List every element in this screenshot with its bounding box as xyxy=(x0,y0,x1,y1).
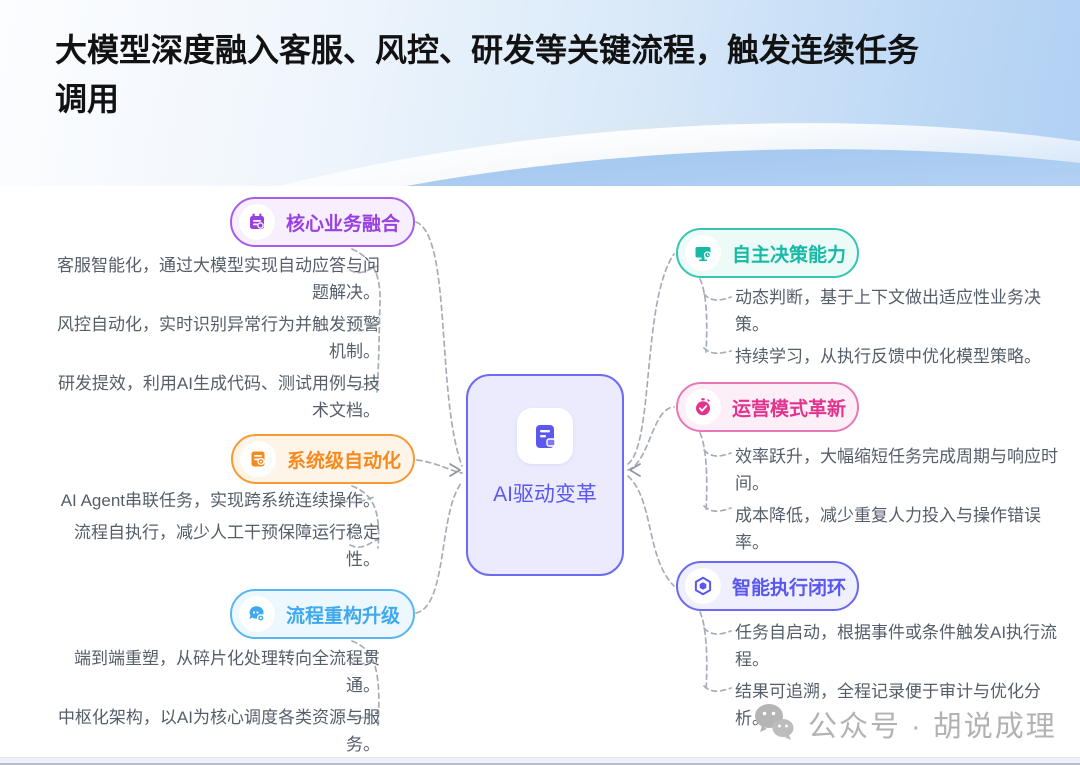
connector-system-automation xyxy=(416,459,463,474)
detail-item: 中枢化架构，以AI为核心调度各类资源与服务。 xyxy=(57,708,380,754)
page-title: 大模型深度融入客服、风控、研发等关键流程，触发连续任务调用 xyxy=(55,32,920,117)
hook xyxy=(703,293,732,301)
branch-label: 流程重构升级 xyxy=(286,605,401,627)
hook xyxy=(703,685,732,692)
hook xyxy=(703,347,732,355)
process-upgrade-details: 端到端重塑，从碎片化处理转向全流程贯通。 中枢化架构，以AI为核心调度各类资源与… xyxy=(42,645,380,763)
branch-label: 智能执行闭环 xyxy=(732,577,847,599)
watermark: 公众号 · 胡说成理 xyxy=(750,700,1057,747)
operation-model-details: 效率跃升，大幅缩短任务完成周期与响应时间。 成本降低，减少重复人力投入与操作错误… xyxy=(735,443,1065,561)
branch-label: 运营模式革新 xyxy=(732,398,847,420)
calendar-check-icon xyxy=(239,204,275,240)
central-node: AI驱动变革 xyxy=(466,374,624,576)
spine-autonomous-decision xyxy=(699,278,708,353)
detail-item: 动态判断，基于上下文做出适应性业务决策。 xyxy=(735,288,1041,334)
wechat-icon xyxy=(750,700,798,747)
stopwatch-check-icon xyxy=(685,389,721,425)
watermark-text: 公众号 · 胡说成理 xyxy=(808,710,1057,743)
arrow-into-node-left xyxy=(449,463,461,477)
spine-operation-model xyxy=(699,432,708,513)
execution-loop-details: 任务自启动，根据事件或条件触发AI执行流程。 结果可追溯，全程记录便于审计与优化… xyxy=(735,619,1065,737)
autonomous-decision-details: 动态判断，基于上下文做出适应性业务决策。 持续学习，从执行反馈中优化模型策略。 xyxy=(735,284,1065,375)
detail-item: 端到端重塑，从碎片化处理转向全流程贯通。 xyxy=(74,649,380,695)
connector-execution-loop xyxy=(627,475,675,587)
hook xyxy=(703,505,732,512)
branch-autonomous-decision-pill: 自主决策能力 xyxy=(676,228,859,278)
detail-item: 成本降低，减少重复人力投入与操作错误率。 xyxy=(735,506,1041,552)
detail-item: 任务自启动，根据事件或条件触发AI执行流程。 xyxy=(735,623,1058,669)
connector-process-upgrade xyxy=(415,481,463,614)
detail-item: 效率跃升，大幅缩短任务完成周期与响应时间。 xyxy=(735,447,1058,493)
monitor-clock-icon xyxy=(685,235,721,271)
spine-execution-loop xyxy=(699,611,708,693)
header-banner: 大模型深度融入客服、风控、研发等关键流程，触发连续任务调用 xyxy=(0,0,1080,186)
branch-operation-model-pill: 运营模式革新 xyxy=(676,382,859,432)
branch-label: 系统级自动化 xyxy=(287,450,402,472)
chat-gear-icon xyxy=(239,596,275,632)
branch-system-automation-pill: 系统级自动化 xyxy=(231,434,415,484)
connector-operation-model xyxy=(627,406,675,471)
detail-item: AI Agent串联任务，实现跨系统连续操作。 xyxy=(60,491,380,510)
detail-item: 流程自执行，减少人工干预保障运行稳定性。 xyxy=(74,523,380,569)
branch-execution-loop-pill: 智能执行闭环 xyxy=(676,561,859,611)
detail-item: 风控自动化，实时识别异常行为并触发预警机制。 xyxy=(57,315,380,361)
core-business-details: 客服智能化，通过大模型实现自动应答与问题解决。 风控自动化，实时识别异常行为并触… xyxy=(42,252,380,429)
hook xyxy=(703,627,732,635)
detail-item: 持续学习，从执行反馈中优化模型策略。 xyxy=(735,347,1041,366)
hexagon-icon xyxy=(685,568,721,604)
branch-core-business-pill: 核心业务融合 xyxy=(230,197,415,247)
branch-label: 自主决策能力 xyxy=(732,244,847,266)
arrow-out-node-right xyxy=(629,463,641,477)
branch-label: 核心业务融合 xyxy=(286,213,401,235)
hook xyxy=(703,449,732,457)
branch-process-upgrade-pill: 流程重构升级 xyxy=(230,589,415,639)
detail-item: 研发提效，利用AI生成代码、测试用例与技术文档。 xyxy=(57,374,380,420)
document-gear-icon xyxy=(240,441,276,477)
central-node-label: AI驱动变革 xyxy=(493,483,597,506)
detail-item: 客服智能化，通过大模型实现自动应答与问题解决。 xyxy=(57,256,380,302)
connector-autonomous-decision xyxy=(627,253,675,465)
document-badge-icon xyxy=(517,408,573,464)
system-automation-details: AI Agent串联任务，实现跨系统连续操作。 流程自执行，减少人工干预保障运行… xyxy=(42,487,380,578)
bottom-strip xyxy=(0,757,1080,765)
connector-core-business xyxy=(415,221,463,467)
